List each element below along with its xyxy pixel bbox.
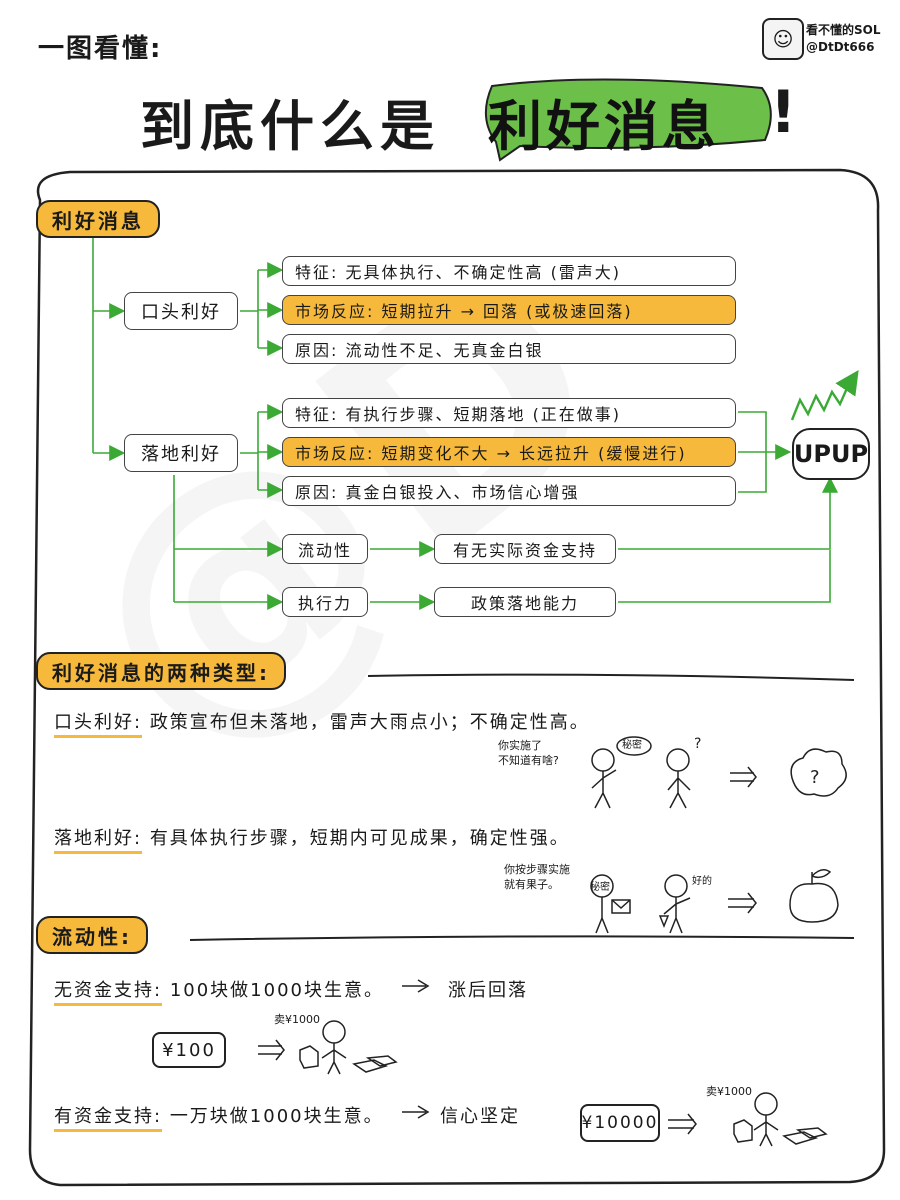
landed-node: 落地利好 xyxy=(124,434,238,472)
with-funds-result: 信心坚定 xyxy=(440,1106,520,1127)
main-frame xyxy=(28,168,886,1187)
no-funds-term: 无资金支持: xyxy=(54,980,163,1006)
landed-bubble-text: 你按步骤实施 就有果子。 xyxy=(504,862,570,892)
landed-feature-box: 特征: 有执行步骤、短期落地 (正在做事) xyxy=(282,398,736,428)
landed-type-desc: 有具体执行步骤，短期内可见成果，确定性强。 xyxy=(149,828,570,849)
oral-reason-box: 原因: 流动性不足、无真金白银 xyxy=(282,334,736,364)
liquidity-node: 流动性 xyxy=(282,534,368,564)
no-funds-result: 涨后回落 xyxy=(448,980,528,1001)
upup-node: UPUP xyxy=(792,428,870,480)
figure-question-mark: ? xyxy=(694,736,701,752)
page-title-highlight: 利好消息 xyxy=(488,95,720,158)
landed-bubble-line1: 你按步骤实施 xyxy=(504,863,570,876)
no-funds-desc: 100块做1000块生意。 xyxy=(169,980,384,1001)
oral-feature-box: 特征: 无具体执行、不确定性高 (雷声大) xyxy=(282,256,736,286)
oral-illustration xyxy=(591,736,847,809)
page-title-exclamation: ! xyxy=(770,78,797,146)
liquidity-detail-node: 有无实际资金支持 xyxy=(434,534,616,564)
with-funds-term: 有资金支持: xyxy=(54,1106,163,1132)
landed-bubble-line2: 就有果子。 xyxy=(504,878,559,891)
title-highlight-blob xyxy=(485,78,772,162)
author-name: 看不懂的SOL xyxy=(806,23,881,37)
liquidity-heading: 流动性: xyxy=(36,916,148,954)
money-big-note: ¥10000 xyxy=(580,1104,660,1142)
author-handle: @DtDt666 xyxy=(806,40,875,54)
landed-illustration xyxy=(590,869,839,934)
oral-secret-label: 秘密 xyxy=(622,740,642,751)
landed-reason-box: 原因: 真金白银投入、市场信心增强 xyxy=(282,476,736,506)
sell-label-2: 卖¥1000 xyxy=(706,1085,752,1098)
cloud-question-mark: ? xyxy=(810,767,820,788)
money-small-note: ¥100 xyxy=(152,1032,226,1068)
landed-secret-label: 秘密 xyxy=(590,882,610,893)
oral-bubble-line2: 不知道有啥? xyxy=(498,754,559,767)
cartoon-face-icon: ☺ xyxy=(762,18,804,60)
liquidity-heading-line xyxy=(189,935,855,941)
oral-reaction-box: 市场反应: 短期拉升 → 回落 (或极速回落) xyxy=(282,295,736,325)
oral-bubble-line1: 你实施了 xyxy=(498,739,542,752)
author-info: 看不懂的SOL @DtDt666 xyxy=(806,22,881,56)
oral-node: 口头利好 xyxy=(124,292,238,330)
root-tag: 利好消息 xyxy=(36,200,160,238)
landed-type-line: 落地利好: 有具体执行步骤，短期内可见成果，确定性强。 xyxy=(54,824,570,854)
oral-type-desc: 政策宣布但未落地，雷声大雨点小；不确定性高。 xyxy=(149,712,590,733)
types-heading-line xyxy=(367,673,855,681)
with-funds-illustration xyxy=(668,1092,828,1147)
with-funds-line: 有资金支持: 一万块做1000块生意。 xyxy=(54,1102,384,1132)
no-funds-line: 无资金支持: 100块做1000块生意。 xyxy=(54,976,384,1006)
landed-type-term: 落地利好: xyxy=(54,828,143,854)
oral-type-term: 口头利好: xyxy=(54,712,143,738)
page-title: 到底什么是 xyxy=(140,95,440,158)
no-funds-illustration xyxy=(258,1020,398,1075)
execution-detail-node: 政策落地能力 xyxy=(434,587,616,617)
landed-ok-label: 好的 xyxy=(692,876,712,887)
landed-reaction-box: 市场反应: 短期变化不大 → 长远拉升 (缓慢进行) xyxy=(282,437,736,467)
page-subtitle: 一图看懂: xyxy=(38,34,163,64)
rising-trend-arrow xyxy=(790,370,859,421)
execution-node: 执行力 xyxy=(282,587,368,617)
oral-bubble-text: 你实施了 不知道有啥? xyxy=(498,738,559,768)
with-funds-desc: 一万块做1000块生意。 xyxy=(169,1106,384,1127)
types-heading: 利好消息的两种类型: xyxy=(36,652,286,690)
sell-label-1: 卖¥1000 xyxy=(274,1013,320,1026)
oral-type-line: 口头利好: 政策宣布但未落地，雷声大雨点小；不确定性高。 xyxy=(54,708,590,738)
